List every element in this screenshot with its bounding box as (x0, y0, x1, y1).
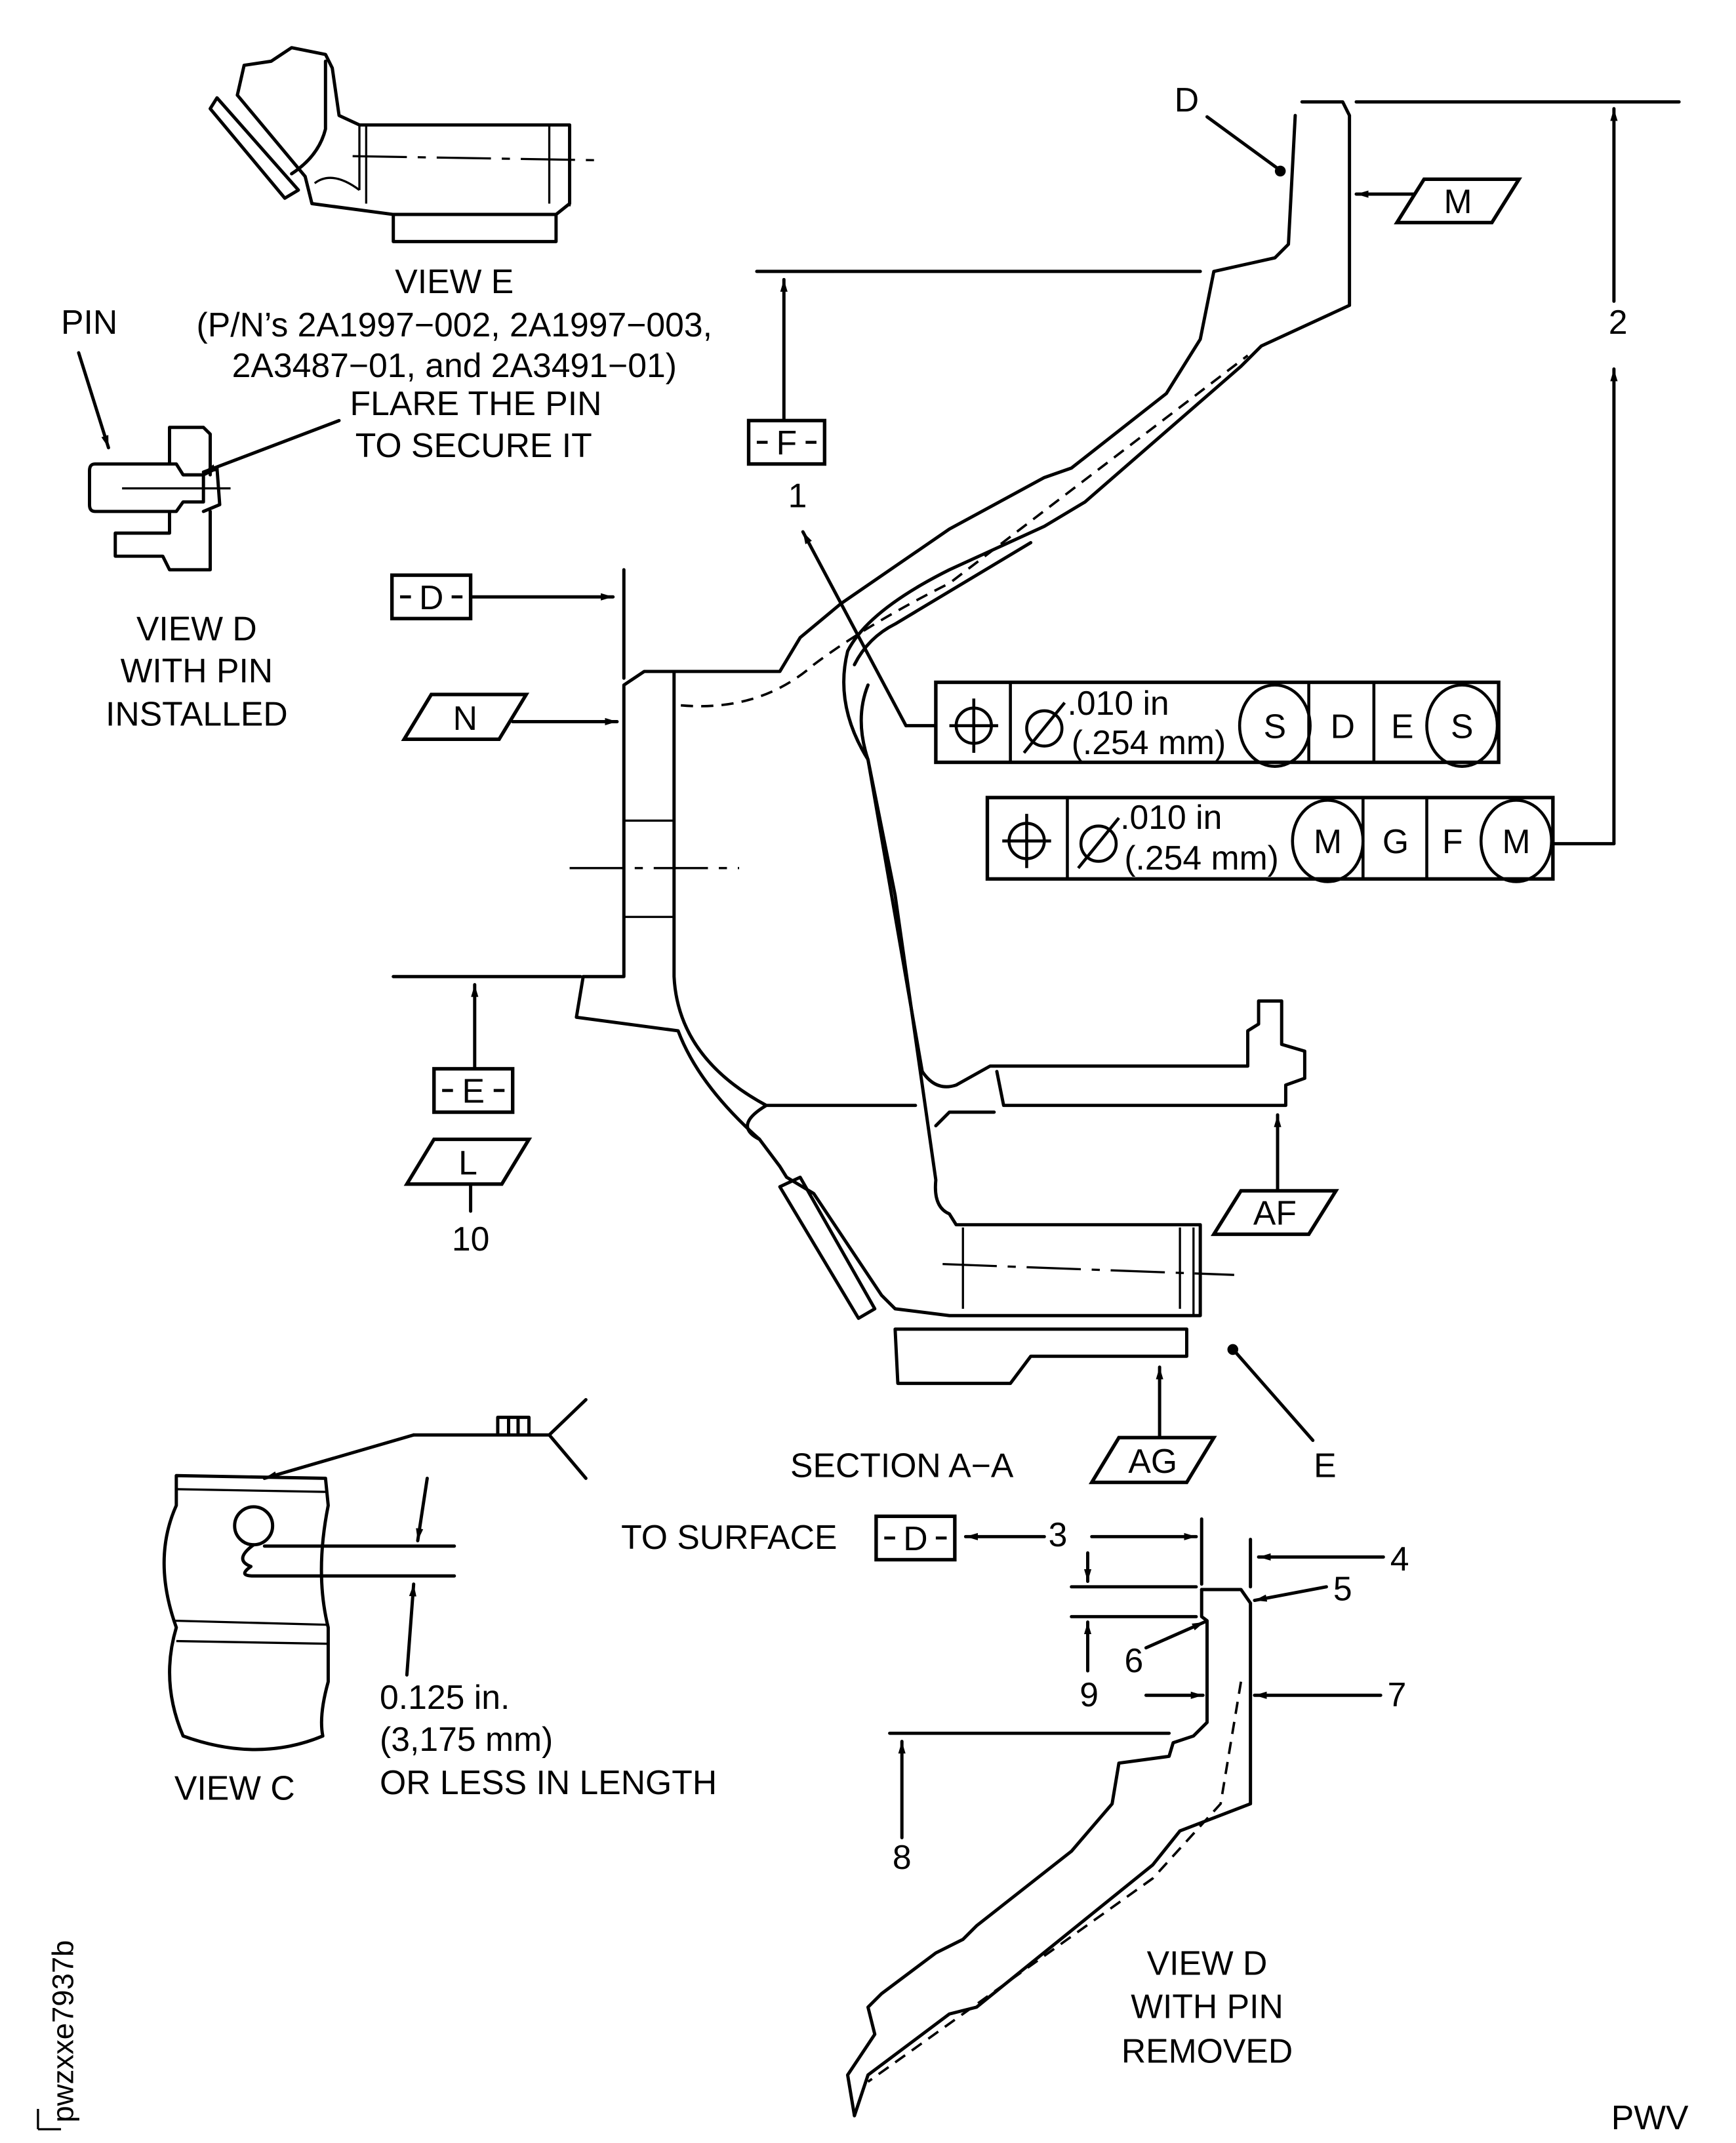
view-d-installed-line2: WITH PIN (121, 651, 273, 689)
svg-text:L: L (458, 1144, 477, 1182)
view-d-installed-line1: VIEW D (136, 609, 257, 647)
fcf2-tolerance-mm: (.254 mm) (1124, 839, 1279, 877)
fcf2-datum1: G (1383, 822, 1409, 860)
fcf1-datum2-modifier: S (1451, 707, 1473, 745)
view-d-removed-line3: REMOVED (1121, 2032, 1293, 2070)
callout-d-dot (1274, 165, 1286, 177)
number-10: 10 (452, 1220, 490, 1258)
number-4: 4 (1390, 1540, 1409, 1578)
fcf2-datum2-modifier-circle (1479, 799, 1554, 883)
view-e-parts-line1: (P/N’s 2A1997−002, 2A1997−003, (197, 306, 712, 344)
number-7: 7 (1388, 1675, 1407, 1713)
view-e-title: VIEW E (395, 262, 514, 300)
datum-d-box-2: D (874, 1514, 957, 1562)
section-title: SECTION A−A (790, 1446, 1014, 1484)
view-e-drawing (209, 46, 597, 243)
dim-5 (1253, 1585, 1328, 1602)
fcf1-modifier-circle (1238, 683, 1312, 768)
flare-note-line1: FLARE THE PIN (350, 384, 602, 422)
diameter-icon (1022, 702, 1066, 754)
fcf1-modifier: S (1264, 707, 1286, 745)
svg-text:AG: AG (1128, 1442, 1177, 1480)
callout-d-leader (1205, 115, 1280, 170)
pin-leader (77, 351, 110, 450)
view-c-note-line1: 0.125 in. (380, 1678, 510, 1716)
fcf2-datum2-modifier: M (1502, 822, 1530, 860)
view-c-title: VIEW C (174, 1769, 295, 1807)
svg-text:D: D (419, 578, 443, 616)
fcf1-tolerance-in: .010 in (1067, 684, 1169, 722)
datum-f-box: F (746, 418, 827, 466)
view-c-note-line3: OR LESS IN LENGTH (380, 1763, 717, 1801)
fcf1-datum2-modifier-circle (1425, 683, 1499, 768)
datum-e-box: E (432, 1067, 515, 1114)
flare-leader (201, 418, 341, 474)
surface-label-m: M (1394, 177, 1522, 225)
svg-text:N: N (453, 699, 477, 737)
dim-9-extensions (1070, 1585, 1198, 1618)
surface-label-af: AF (1210, 1189, 1339, 1236)
svg-text:F: F (777, 424, 797, 462)
number-9: 9 (1080, 1675, 1099, 1713)
fcf1-datum2: E (1391, 707, 1413, 745)
svg-text:M: M (1444, 182, 1472, 220)
view-d-installed-drawing (88, 426, 231, 572)
fcf1-tolerance-mm: (.254 mm) (1072, 723, 1226, 761)
number-3: 3 (1049, 1515, 1068, 1553)
fcf1-datum1: D (1331, 707, 1355, 745)
callout-d-label: D (1175, 81, 1199, 119)
diameter-icon (1077, 816, 1120, 870)
svg-text:AF: AF (1253, 1194, 1297, 1232)
figure-id-bracket (37, 2108, 62, 2131)
corner-code: PWV (1611, 2098, 1689, 2136)
view-c-dim-bottom (405, 1582, 416, 1677)
surface-label-l: L (403, 1137, 533, 1186)
number-1-leader (801, 530, 908, 728)
svg-text:D: D (903, 1519, 927, 1557)
to-surface-label: TO SURFACE (621, 1518, 837, 1556)
dim-extensions (1200, 1517, 1253, 1589)
fcf2-modifier-circle (1291, 799, 1365, 883)
svg-text:E: E (462, 1072, 484, 1110)
feature-control-frame-1: .010 in (.254 mm) S D E S (934, 680, 1501, 768)
callout-e-label: E (1314, 1446, 1336, 1484)
section-a-a-drawing (569, 100, 1352, 1386)
fcf2-datum2: F (1442, 822, 1463, 860)
datum-d-box: D (390, 573, 473, 620)
number-5: 5 (1333, 1570, 1352, 1608)
view-d-removed-line1: VIEW D (1147, 1944, 1268, 1982)
view-d-installed-line3: INSTALLED (106, 695, 288, 733)
callout-e-leader (1234, 1350, 1315, 1442)
pin-label: PIN (61, 303, 117, 341)
fcf2-modifier: M (1314, 822, 1342, 860)
view-d-removed-drawing (845, 1588, 1253, 2117)
view-c-note-line2: (3,175 mm) (380, 1720, 553, 1758)
flare-note-line2: TO SECURE IT (355, 426, 592, 464)
view-c-dim-top (416, 1476, 429, 1542)
view-d-removed-line2: WITH PIN (1131, 1987, 1283, 2025)
position-icon (949, 698, 999, 753)
figure-id: pwzxxe7937b (47, 1940, 80, 2123)
dim-6 (1144, 1620, 1206, 1650)
surface-label-n: N (401, 692, 530, 742)
number-6: 6 (1124, 1641, 1143, 1679)
surface-label-ag: AG (1088, 1435, 1217, 1485)
number-1: 1 (788, 477, 807, 515)
view-c-drawing (162, 1397, 588, 1752)
number-8: 8 (893, 1838, 912, 1876)
view-e-parts-line2: 2A3487−01, and 2A3491−01) (232, 346, 677, 384)
feature-control-frame-2: .010 in (.254 mm) M G F M (985, 795, 1555, 883)
fcf2-tolerance-in: .010 in (1120, 798, 1222, 836)
number-2: 2 (1609, 303, 1628, 341)
position-icon (1002, 814, 1051, 868)
